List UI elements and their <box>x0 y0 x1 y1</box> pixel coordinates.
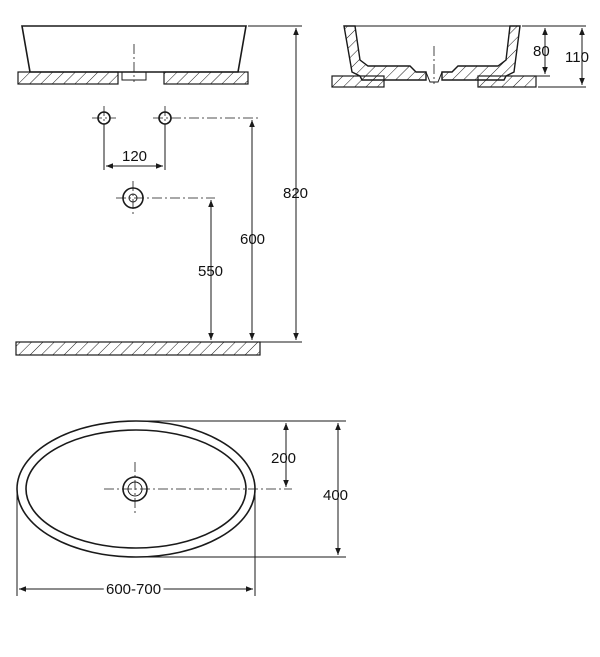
front-view <box>17 25 249 85</box>
side-countertop-left <box>331 75 385 88</box>
front-countertop-left <box>17 71 119 85</box>
dim-length-text: 600-700 <box>106 581 161 598</box>
dim-550-text: 550 <box>198 263 223 280</box>
front-countertop-right <box>163 71 249 85</box>
mounting-view: 120 550 600 820 <box>15 25 308 356</box>
side-section-view: 80 110 <box>331 25 589 88</box>
side-section-wall <box>343 25 427 81</box>
dim-600-text: 600 <box>240 231 265 248</box>
side-countertop-right <box>477 75 537 88</box>
dim-80-text: 80 <box>533 43 550 60</box>
dim-200-text: 200 <box>271 450 296 467</box>
dim-820-text: 820 <box>283 185 308 202</box>
side-section-wall-right <box>441 25 521 81</box>
plan-inner-bowl <box>25 429 247 549</box>
mounting-countertop <box>15 341 261 356</box>
plan-view: 200 400 600-700 <box>16 420 348 601</box>
dim-400-text: 400 <box>323 487 348 504</box>
dim-120-text: 120 <box>122 148 147 165</box>
dim-110-text: 110 <box>565 49 589 66</box>
